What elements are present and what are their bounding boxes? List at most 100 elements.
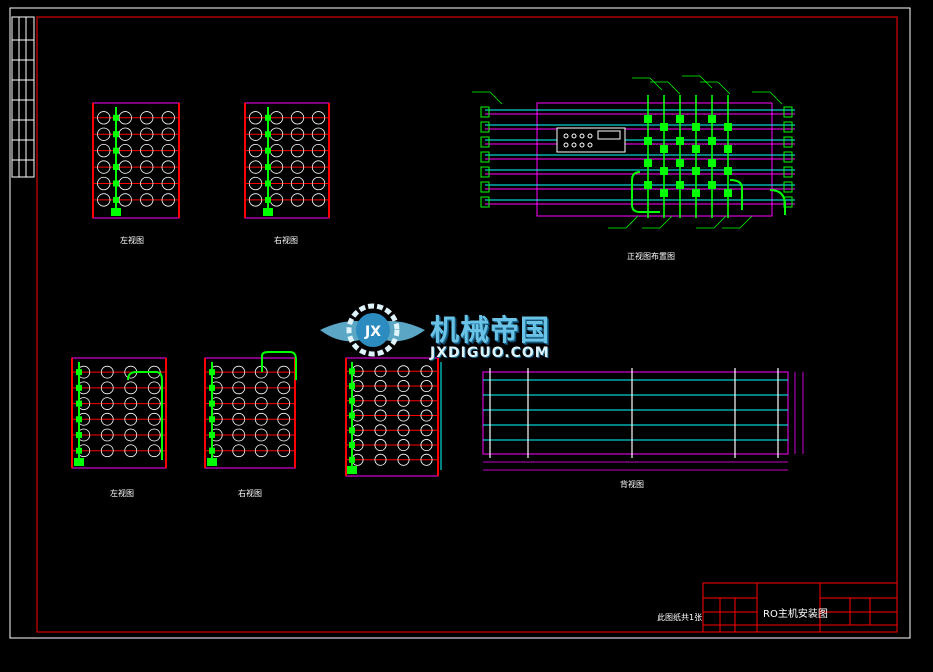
membrane-end-cap — [254, 381, 268, 395]
membrane-end-cap — [374, 439, 387, 452]
membrane-end-cap — [161, 193, 175, 207]
membrane-end-cap — [124, 444, 138, 458]
sheet-inner-border — [36, 16, 898, 633]
membrane-end-cap — [254, 412, 268, 426]
membrane-end-cap — [140, 143, 154, 158]
membrane-end-cap — [420, 453, 433, 466]
membrane-end-cap — [232, 428, 246, 442]
watermark-cn: 机械帝国 — [430, 313, 551, 347]
panel-gauge — [579, 142, 585, 148]
u-bend-pipe — [127, 371, 163, 460]
membrane-end-cap — [97, 176, 111, 191]
manifold-outlet — [207, 458, 217, 466]
membrane-end-cap — [100, 381, 114, 395]
drawing-title: RO主机安装图 — [763, 609, 828, 620]
valve — [724, 123, 732, 131]
valve — [676, 159, 684, 167]
leader-line — [489, 91, 503, 105]
watermark-logo: JX — [320, 303, 425, 357]
front-view-label: 正视图布置图 — [627, 252, 675, 261]
membrane-end-cap — [374, 424, 387, 437]
membrane-end-cap — [124, 397, 138, 410]
membrane-end-cap — [311, 160, 326, 174]
feed-pipe-bend — [631, 171, 660, 213]
membrane-end-cap — [118, 193, 132, 207]
valve — [708, 181, 716, 189]
membrane-end-cap — [311, 143, 326, 158]
panel-gauge — [563, 142, 569, 148]
membrane-end-cap — [140, 193, 154, 207]
membrane-end-cap — [254, 444, 268, 458]
tube-end-cap — [783, 151, 793, 163]
membrane-end-cap — [100, 412, 114, 426]
valve — [660, 145, 668, 153]
permeate-pipe-bend — [769, 189, 786, 215]
back-view-label: 背视图 — [620, 480, 644, 489]
membrane-end-cap — [420, 409, 433, 422]
leader-line — [739, 215, 753, 229]
membrane-end-cap — [97, 127, 111, 141]
membrane-end-cap — [124, 412, 138, 426]
membrane-end-cap — [97, 160, 111, 174]
leader-line — [667, 81, 681, 95]
membrane-end-cap — [311, 176, 326, 191]
membrane-end-cap — [311, 127, 326, 141]
membrane-end-cap — [232, 365, 246, 379]
valve — [724, 167, 732, 175]
valve — [676, 137, 684, 145]
valve — [644, 159, 652, 167]
membrane-end-cap — [397, 394, 410, 407]
membrane-end-cap — [311, 193, 326, 207]
valve — [708, 115, 716, 123]
membrane-end-cap — [100, 428, 114, 442]
panel-gauge — [587, 142, 593, 148]
side-view-frame — [71, 357, 167, 469]
membrane-end-cap — [277, 428, 291, 442]
membrane-end-cap — [140, 176, 154, 191]
membrane-end-cap — [124, 428, 138, 442]
manifold-outlet — [111, 208, 121, 216]
membrane-end-cap — [420, 394, 433, 407]
side-views-group — [71, 102, 442, 477]
panel-display — [597, 130, 621, 140]
valve — [676, 181, 684, 189]
membrane-end-cap — [248, 111, 263, 125]
membrane-end-cap — [397, 453, 410, 466]
tube-end-cap — [480, 196, 490, 208]
tube-end-cap — [783, 181, 793, 193]
tube-end-cap — [480, 151, 490, 163]
valve — [660, 167, 668, 175]
membrane-end-cap — [232, 412, 246, 426]
membrane-end-cap — [277, 412, 291, 426]
membrane-end-cap — [140, 127, 154, 141]
concentrate-pipe-bend — [729, 179, 743, 210]
membrane-end-cap — [97, 193, 111, 207]
membrane-end-cap — [140, 111, 154, 125]
membrane-end-cap — [147, 381, 161, 395]
tube-end-cap — [480, 136, 490, 148]
membrane-end-cap — [100, 365, 114, 379]
sheet-outer-border — [9, 7, 911, 639]
leader-line — [625, 215, 639, 229]
membrane-end-cap — [118, 143, 132, 158]
membrane-end-cap — [397, 365, 410, 378]
left-view-label-bottom: 左视图 — [110, 489, 134, 498]
membrane-end-cap — [100, 444, 114, 458]
membrane-end-cap — [420, 424, 433, 437]
manifold-outlet — [347, 466, 357, 474]
membrane-end-cap — [161, 176, 175, 191]
leader-line — [713, 215, 727, 229]
valve — [644, 115, 652, 123]
membrane-end-cap — [397, 439, 410, 452]
membrane-end-cap — [311, 111, 326, 125]
control-panel — [556, 127, 626, 153]
panel-gauge — [563, 133, 569, 139]
left-view-label-top: 左视图 — [120, 236, 144, 245]
membrane-end-cap — [290, 193, 305, 207]
membrane-end-cap — [254, 397, 268, 410]
tube-end-cap — [480, 166, 490, 178]
manifold-outlet — [263, 208, 273, 216]
leader-line — [717, 81, 731, 95]
membrane-end-cap — [140, 160, 154, 174]
